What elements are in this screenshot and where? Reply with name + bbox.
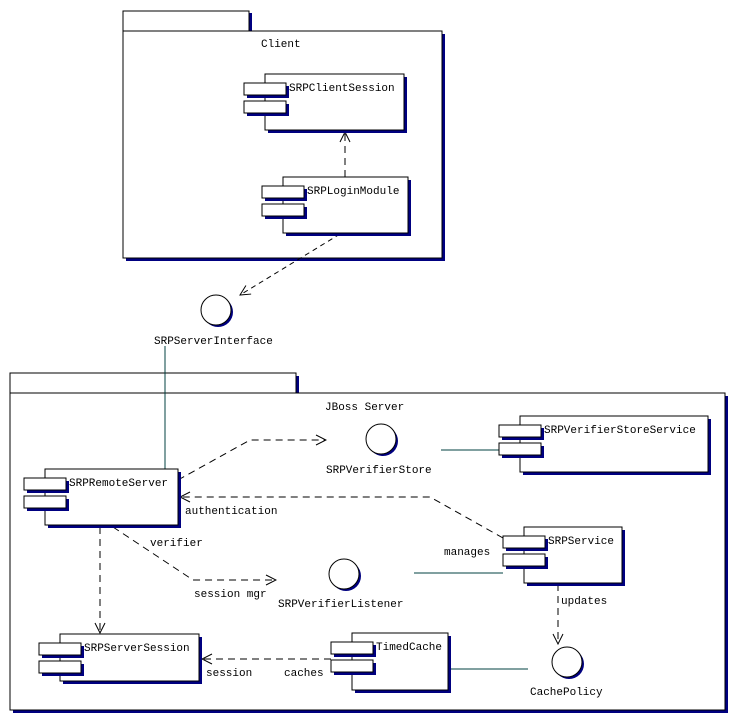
port-rect	[243, 82, 287, 96]
component-srp-login-module[interactable]: SRPLoginModule	[261, 176, 411, 236]
interface-name: SRPVerifierListener	[278, 599, 403, 611]
port-rect	[498, 424, 542, 438]
interface-name: CachePolicy	[530, 687, 603, 699]
component-body	[519, 415, 709, 473]
component-name: SRPLoginModule	[307, 186, 399, 198]
component-name: SRPVerifierStoreService	[544, 425, 696, 437]
port-rect	[261, 185, 305, 199]
package-name: JBoss Server	[325, 402, 404, 414]
package-tab	[9, 372, 297, 394]
component-name: TimedCache	[376, 642, 442, 654]
component-srp-server-session[interactable]: SRPServerSession	[38, 633, 202, 684]
component-body	[264, 73, 405, 131]
edge-label-verifier: verifier	[150, 538, 203, 550]
port-rect	[330, 641, 374, 655]
component-name: SRPClientSession	[289, 83, 395, 95]
component-name: SRPService	[548, 536, 614, 548]
interface-name: SRPServerInterface	[154, 336, 273, 348]
component-name: SRPServerSession	[84, 643, 190, 655]
interface-circle	[328, 558, 360, 590]
edge-label-updates: updates	[561, 596, 607, 608]
port-rect	[23, 477, 67, 491]
port-rect	[261, 203, 305, 217]
port-rect	[38, 660, 82, 674]
package-name: Client	[261, 39, 301, 51]
edge-label-session: session	[206, 668, 252, 680]
connectors	[100, 132, 558, 670]
edge-label-authentication: authentication	[185, 506, 277, 518]
component-timed-cache[interactable]: TimedCache	[330, 632, 451, 693]
dependency-remoteserver-verifierstore	[177, 440, 326, 481]
dependency-service-remoteserver	[180, 497, 504, 539]
component-srp-service[interactable]: SRPService	[502, 526, 625, 586]
port-rect	[502, 553, 546, 567]
port-rect	[502, 535, 546, 549]
port-rect	[38, 642, 82, 656]
interface-circle	[200, 294, 232, 326]
component-name: SRPRemoteServer	[69, 478, 168, 490]
package-tab	[122, 10, 250, 32]
interface-srp-verifier-store[interactable]: SRPVerifierStore	[326, 423, 432, 477]
port-rect	[330, 659, 374, 673]
port-rect	[243, 100, 287, 114]
component-srp-verifier-store-service[interactable]: SRPVerifierStoreService	[498, 415, 711, 475]
component-body	[44, 468, 179, 526]
port-rect	[23, 495, 67, 509]
edge-labels: authentication verifier session mgr mana…	[150, 506, 607, 680]
edge-label-session-mgr: session mgr	[194, 589, 267, 601]
component-srp-remote-server[interactable]: SRPRemoteServer	[23, 468, 181, 528]
edge-label-manages: manages	[444, 547, 490, 559]
edge-label-caches: caches	[284, 668, 324, 680]
dependency-loginmodule-serverinterface	[240, 233, 341, 295]
component-srp-client-session[interactable]: SRPClientSession	[243, 73, 407, 133]
interface-srp-verifier-listener[interactable]: SRPVerifierListener	[278, 558, 403, 611]
interface-circle	[551, 646, 583, 678]
interface-srp-server-interface[interactable]: SRPServerInterface	[154, 294, 273, 348]
port-rect	[498, 442, 542, 456]
interface-name: SRPVerifierStore	[326, 465, 432, 477]
interface-circle	[365, 423, 397, 455]
interface-cache-policy[interactable]: CachePolicy	[530, 646, 603, 699]
